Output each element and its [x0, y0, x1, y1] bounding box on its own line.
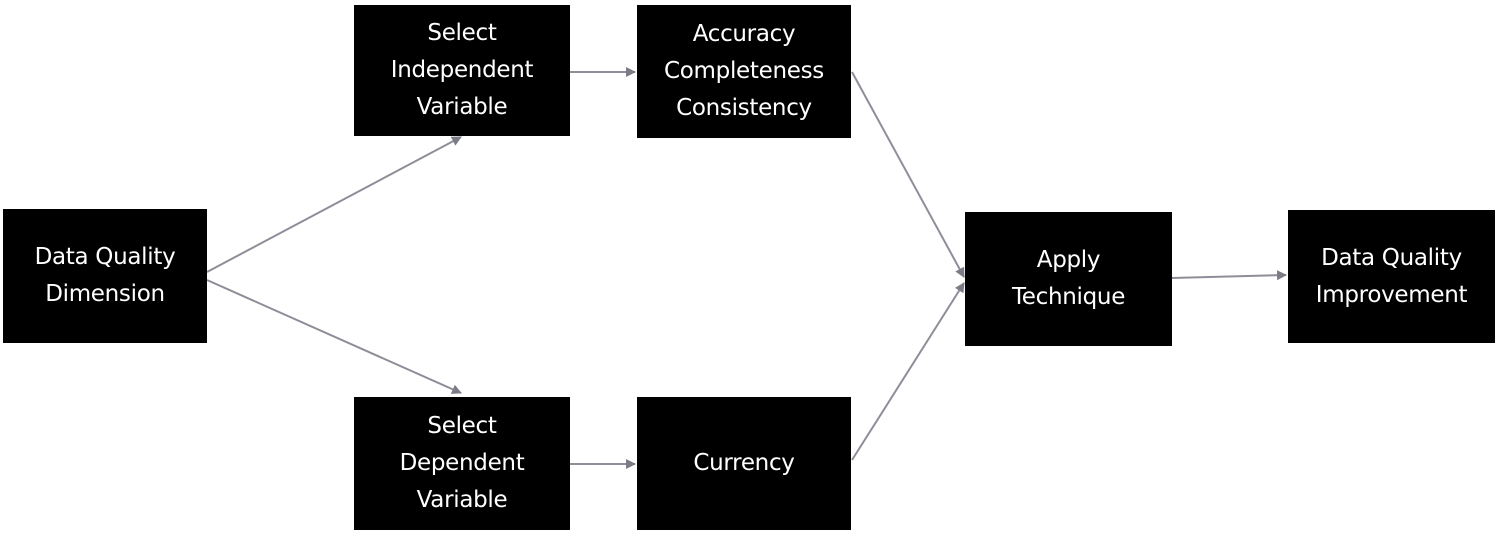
node-data-quality-dimension: Data Quality Dimension: [3, 209, 207, 343]
node-label: Data Quality Dimension: [34, 244, 176, 307]
node-label: Select Dependent Variable: [399, 413, 525, 513]
edge-currency-to-apply: [851, 282, 965, 461]
edge-dimension-to-dependent: [206, 279, 462, 394]
node-label: Select Independent Variable: [390, 20, 534, 120]
node-label: Data Quality Improvement: [1315, 244, 1468, 308]
node-apply-technique: Apply Technique: [965, 212, 1172, 346]
node-accuracy-completeness-consistency: Accuracy Completeness Consistency: [637, 5, 851, 138]
node-label: Currency: [693, 450, 795, 476]
node-data-quality-improvement: Data Quality Improvement: [1288, 210, 1495, 343]
node-label: Accuracy Completeness Consistency: [664, 21, 824, 121]
edge-acc-to-apply: [851, 71, 965, 278]
edge-dimension-to-independent: [206, 136, 462, 273]
node-label: Apply Technique: [1011, 247, 1126, 310]
node-currency: Currency: [637, 397, 851, 530]
edge-apply-to-improvement: [1171, 270, 1287, 281]
node-select-dependent-variable: Select Dependent Variable: [354, 397, 570, 530]
node-select-independent-variable: Select Independent Variable: [354, 5, 570, 136]
